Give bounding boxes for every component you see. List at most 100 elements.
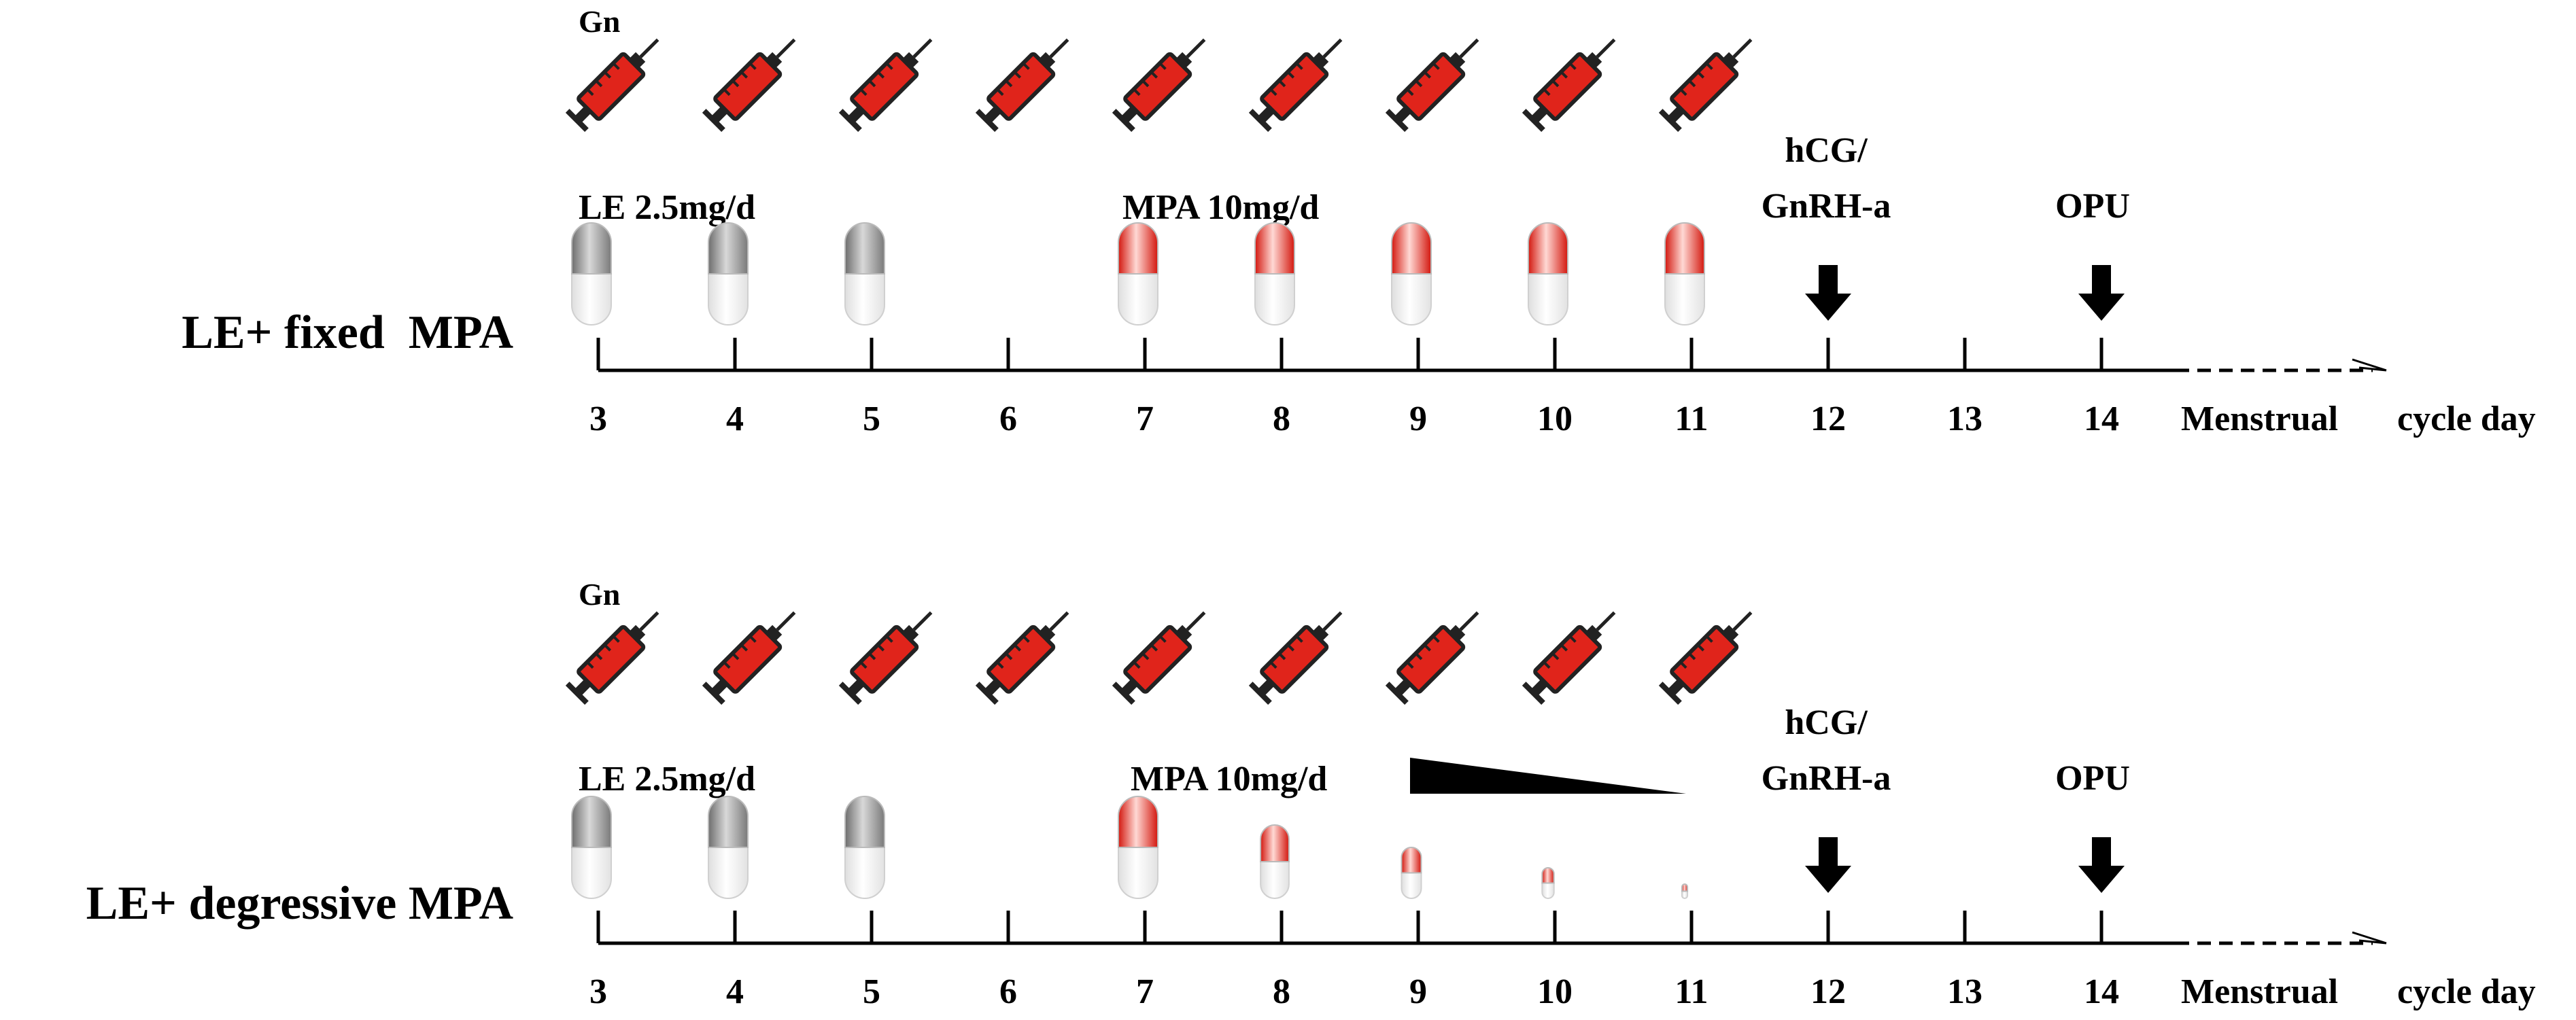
- tick-label-day-7: 7: [1136, 400, 1154, 438]
- tick-label-day-5: 5: [863, 972, 880, 1011]
- down-arrow-icon: [1805, 265, 1851, 321]
- down-arrow-icon: [2078, 265, 2125, 321]
- protocol-label: LE+ degressive MPA: [86, 877, 514, 930]
- trigger-arrow: [1805, 837, 1851, 893]
- syringe-icon: [1248, 611, 1343, 705]
- capsule-icon: [1118, 796, 1158, 899]
- gn-injection-row: [565, 38, 1753, 133]
- syringe-icon: [838, 611, 933, 705]
- panel-degressive-mpa: Gn LE 2.5mg/d MPA 10mg/d hCG/ GnRH-a OPU…: [86, 577, 2536, 1011]
- syringe-icon: [1522, 38, 1616, 133]
- capsule-icon: [1401, 847, 1422, 899]
- syringe-icon: [1658, 38, 1753, 133]
- syringe-icon: [702, 38, 796, 133]
- mpa-capsule-row: [1118, 222, 1705, 326]
- capsule-icon: [1260, 824, 1290, 899]
- axis-arrowhead: [2352, 931, 2387, 945]
- trigger-label-line1: hCG/: [1785, 131, 1868, 170]
- tick-label-day-14: 14: [2084, 400, 2119, 438]
- panel-fixed-mpa: Gn LE 2.5mg/d MPA 10mg/d hCG/ GnRH-a OPU…: [182, 4, 2535, 438]
- tick-label-day-3: 3: [589, 972, 607, 1011]
- syringe-icon: [702, 611, 796, 705]
- protocol-label: LE+ fixed MPA: [182, 306, 513, 359]
- trigger-label-line2: GnRH-a: [1762, 187, 1891, 226]
- mpa-capsule-row: [1118, 796, 1689, 899]
- opu-arrow: [2078, 837, 2125, 893]
- capsule-icon: [844, 222, 885, 326]
- capsule-icon: [1681, 883, 1689, 899]
- capsule-icon: [571, 222, 612, 326]
- capsule-icon: [1528, 222, 1568, 326]
- le-dose-label: LE 2.5mg/d: [579, 188, 755, 227]
- capsule-icon: [844, 796, 885, 899]
- cycle-day-axis: [596, 911, 2387, 945]
- capsule-icon: [708, 796, 749, 899]
- mpa-dose-taper-wedge: [1410, 758, 1686, 794]
- tick-label-day-13: 13: [1947, 972, 1982, 1011]
- syringe-icon: [1522, 611, 1616, 705]
- axis-label-cycle-day: cycle day: [2397, 400, 2536, 438]
- capsule-icon: [1541, 867, 1555, 899]
- trigger-label-line1: hCG/: [1785, 703, 1868, 742]
- le-dose-label: LE 2.5mg/d: [579, 760, 755, 798]
- tick-label-day-3: 3: [589, 400, 607, 438]
- capsule-icon: [1664, 222, 1705, 326]
- cycle-day-tick-labels: 3 4 5 6 7 8 9 10 11 12 13 14: [589, 400, 2119, 438]
- syringe-icon: [565, 38, 659, 133]
- tick-label-day-9: 9: [1409, 972, 1427, 1011]
- tick-label-day-8: 8: [1273, 400, 1290, 438]
- syringe-icon: [1658, 611, 1753, 705]
- tick-label-day-11: 11: [1675, 400, 1708, 438]
- capsule-icon: [708, 222, 749, 326]
- tick-label-day-12: 12: [1810, 400, 1846, 438]
- syringe-icon: [565, 611, 659, 705]
- cycle-day-axis: [596, 338, 2387, 372]
- le-capsule-row: [571, 796, 885, 899]
- tick-label-day-11: 11: [1675, 972, 1708, 1011]
- syringe-icon: [975, 38, 1069, 133]
- tick-label-day-4: 4: [726, 972, 744, 1011]
- opu-label: OPU: [2055, 187, 2130, 226]
- capsule-icon: [1391, 222, 1432, 326]
- syringe-icon: [975, 611, 1069, 705]
- tick-label-day-9: 9: [1409, 400, 1427, 438]
- axis-arrowhead: [2352, 358, 2387, 372]
- mpa-dose-label: MPA 10mg/d: [1131, 760, 1327, 798]
- tick-label-day-12: 12: [1810, 972, 1846, 1011]
- gn-label: Gn: [579, 4, 620, 39]
- down-arrow-icon: [2078, 837, 2125, 893]
- opu-label: OPU: [2055, 759, 2130, 798]
- syringe-icon: [838, 38, 933, 133]
- gn-label: Gn: [579, 577, 620, 612]
- opu-arrow: [2078, 265, 2125, 321]
- tick-label-day-7: 7: [1136, 972, 1154, 1011]
- mpa-dose-label: MPA 10mg/d: [1122, 188, 1319, 227]
- taper-wedge: [1410, 758, 1686, 794]
- capsule-icon: [571, 796, 612, 899]
- tick-label-day-10: 10: [1537, 972, 1573, 1011]
- trigger-label-line2: GnRH-a: [1762, 759, 1891, 798]
- syringe-icon: [1248, 38, 1343, 133]
- syringe-icon: [1385, 611, 1479, 705]
- tick-label-day-4: 4: [726, 400, 744, 438]
- capsule-icon: [1118, 222, 1158, 326]
- le-capsule-row: [571, 222, 885, 326]
- tick-label-day-8: 8: [1273, 972, 1290, 1011]
- axis-label-cycle-day: cycle day: [2397, 972, 2536, 1011]
- down-arrow-icon: [1805, 837, 1851, 893]
- axis-label-menstrual: Menstrual: [2181, 400, 2338, 438]
- syringe-icon: [1112, 38, 1206, 133]
- syringe-icon: [1385, 38, 1479, 133]
- tick-label-day-5: 5: [863, 400, 880, 438]
- capsule-icon: [1254, 222, 1295, 326]
- tick-label-day-10: 10: [1537, 400, 1573, 438]
- trigger-arrow: [1805, 265, 1851, 321]
- tick-label-day-14: 14: [2084, 972, 2119, 1011]
- tick-label-day-13: 13: [1947, 400, 1982, 438]
- gn-injection-row: [565, 611, 1753, 705]
- syringe-icon: [1112, 611, 1206, 705]
- tick-label-day-6: 6: [999, 400, 1017, 438]
- axis-label-menstrual: Menstrual: [2181, 972, 2338, 1011]
